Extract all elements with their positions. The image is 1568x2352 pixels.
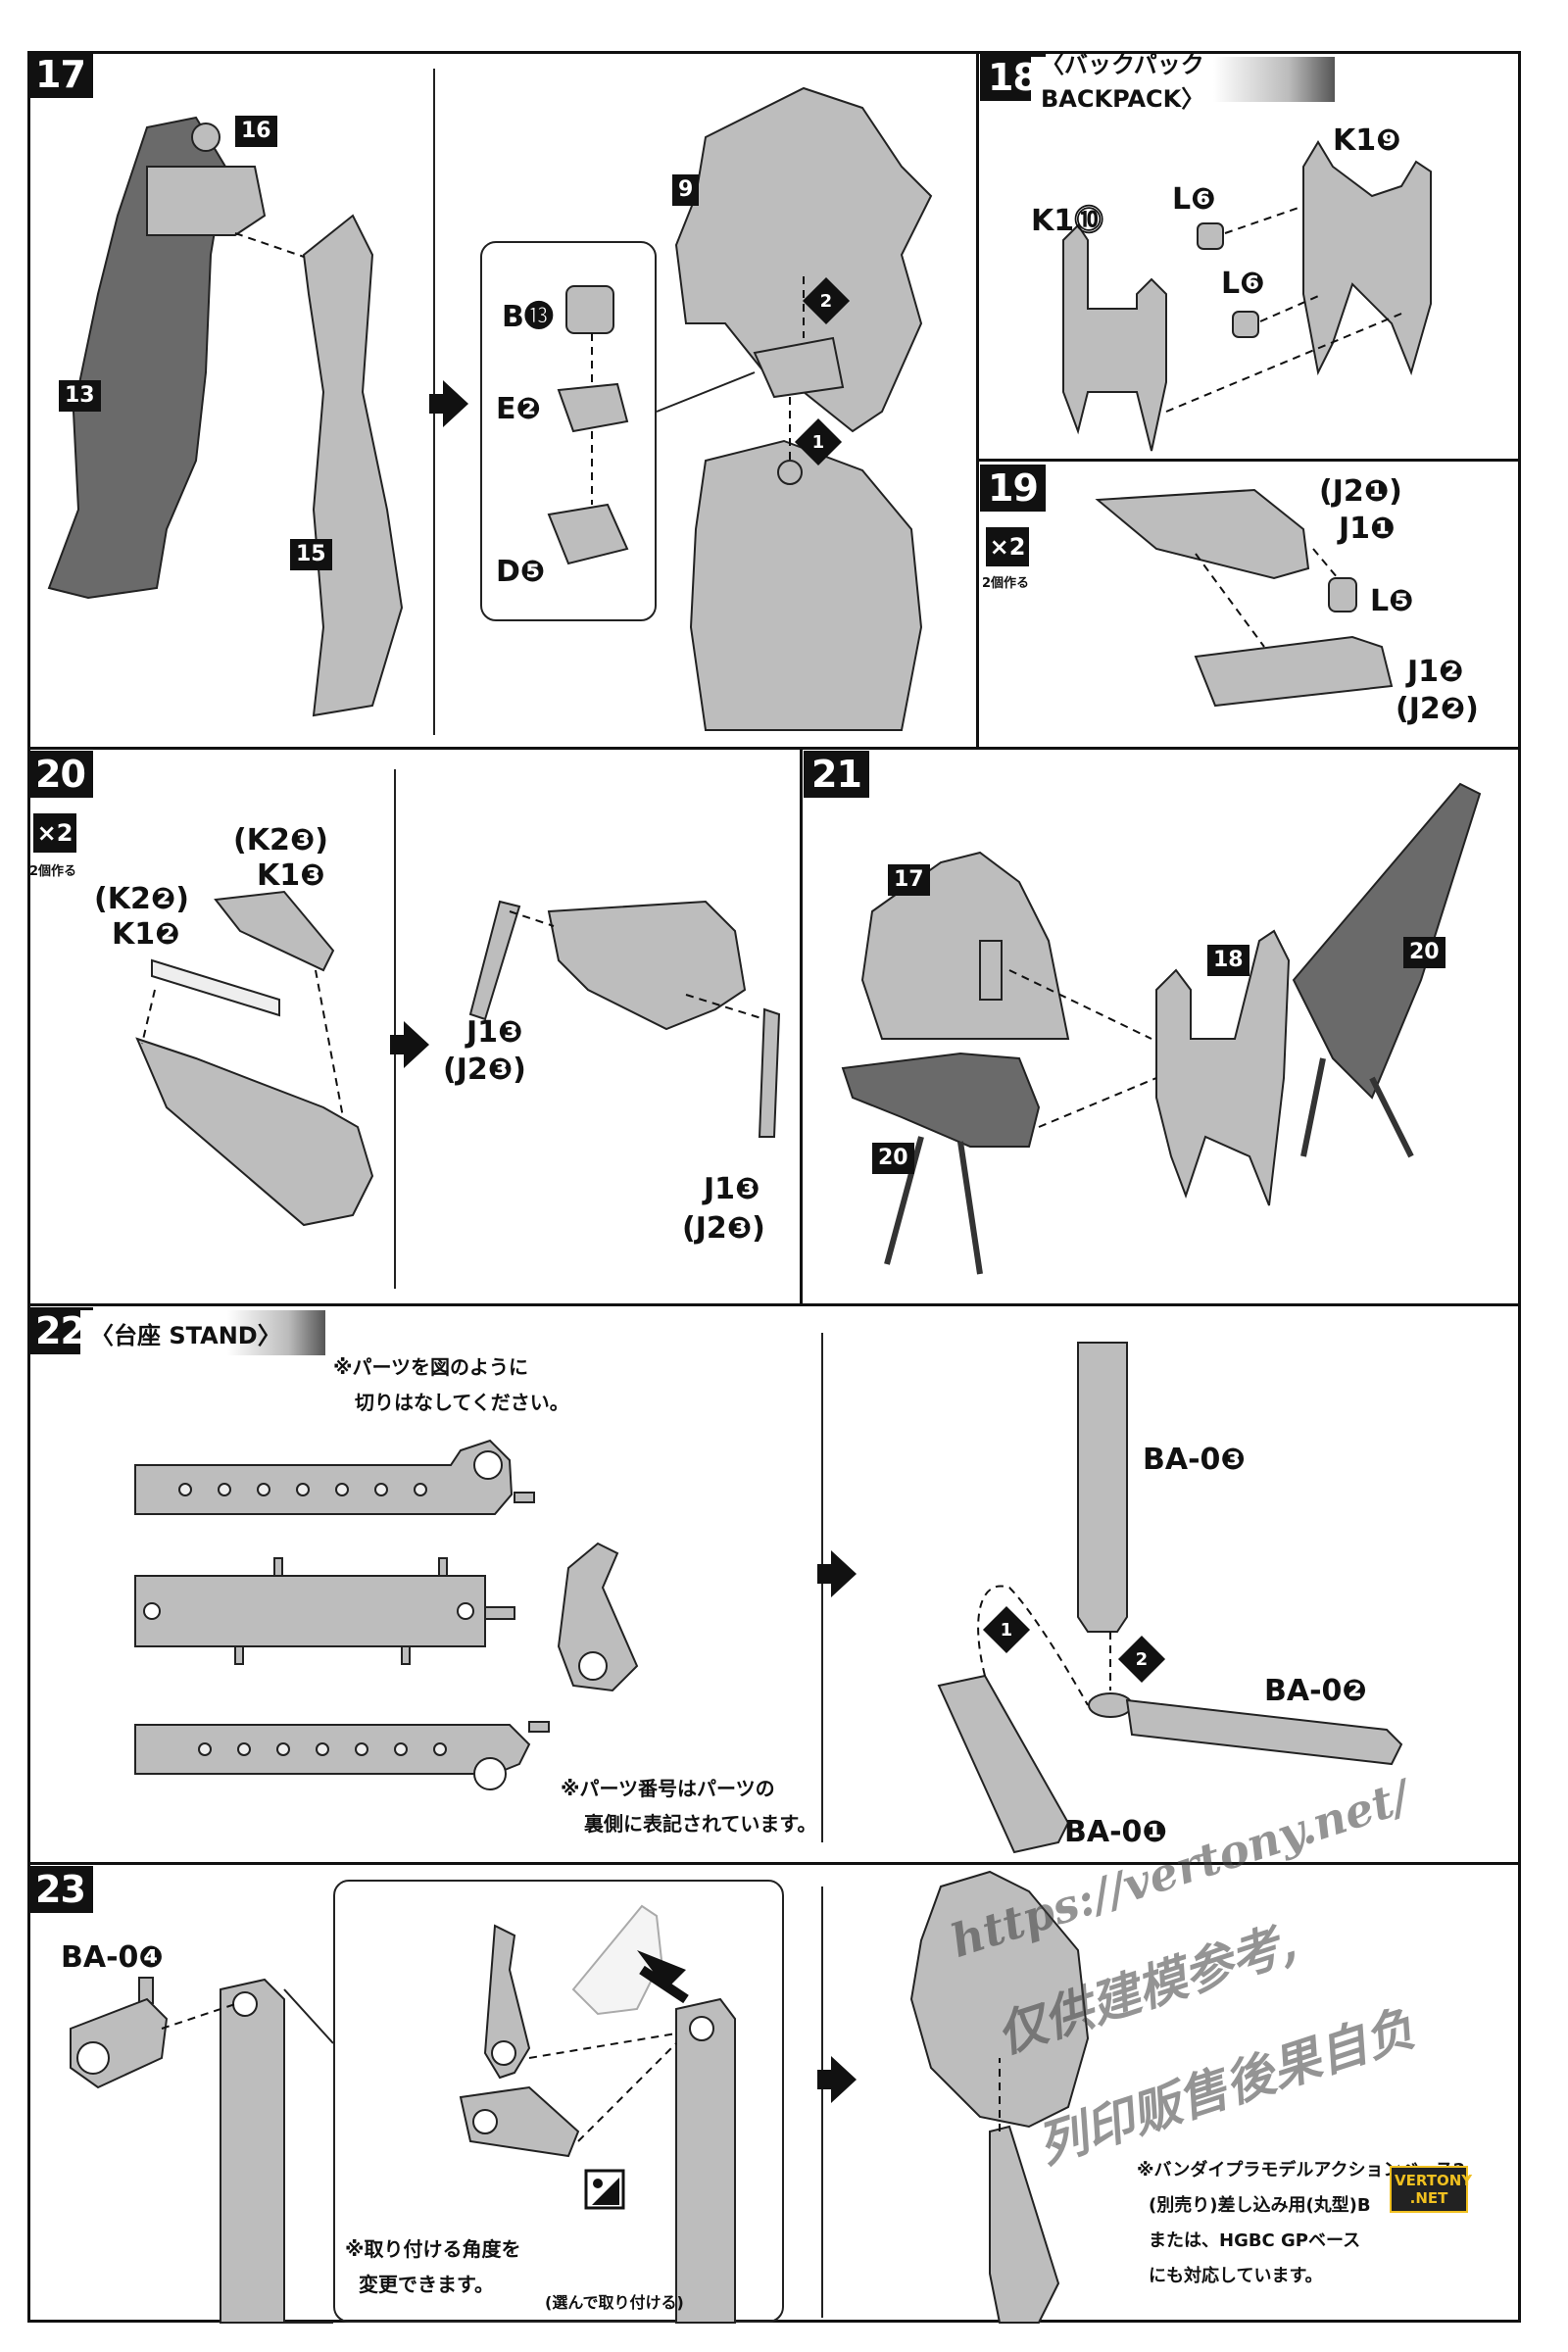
step-17-detail-bubble (480, 241, 657, 621)
part-label-k13: K1❸ (257, 858, 325, 893)
part-tag-17: 17 (888, 864, 930, 896)
divider-17-18 (976, 51, 979, 749)
part-tag-13: 13 (59, 380, 101, 412)
part-label-e2: E❷ (496, 392, 541, 426)
divider-20-21 (800, 747, 803, 1305)
step-23-angle-note-line2: 変更できます。 (359, 2273, 494, 2296)
part-label-ba4: BA-0❹ (61, 1940, 164, 1975)
part-label-l6-lower: L❻ (1221, 267, 1265, 301)
part-label-k22: (K2❷) (94, 882, 189, 916)
part-label-k110: K1⓾ (1031, 204, 1104, 238)
step-22-flow-arrow (817, 1550, 857, 1597)
part-label-j23-left: (J2❸) (443, 1053, 526, 1087)
step-23-base-note-line1: ※バンダイプラモデルアクションベース2 (1137, 2160, 1466, 2180)
divider-row2 (27, 1303, 1521, 1306)
step-19-number: 19 (980, 465, 1046, 512)
part-tag-18: 18 (1207, 945, 1250, 976)
step-18-title: 〈バックパック BACKPACK〉 (1031, 51, 1335, 113)
part-label-ba1: BA-0❶ (1064, 1815, 1167, 1849)
part-label-l5: L❺ (1370, 584, 1414, 618)
step-20-count: ×2 (33, 813, 76, 853)
step20-separator (394, 769, 396, 1289)
part-label-k23: (K2❸) (233, 823, 328, 858)
part-label-d5: D❺ (496, 555, 546, 589)
part-tag-16: 16 (235, 116, 277, 147)
step-19-count: ×2 (986, 527, 1029, 566)
step-23-base-note-line4: にも対応しています。 (1149, 2266, 1323, 2286)
divider-row3 (27, 1862, 1521, 1865)
part-label-j22: (J2❷) (1396, 692, 1479, 726)
step-23-detail-bubble (333, 1880, 784, 2323)
step-23-number: 23 (27, 1866, 93, 1913)
step22-separator (821, 1333, 823, 1842)
step-22-part-number-note-line1: ※パーツ番号はパーツの (561, 1777, 775, 1800)
step23-separator (821, 1886, 823, 2318)
part-label-j13-right: J1❸ (704, 1172, 760, 1206)
part-label-k19: K1❾ (1333, 123, 1401, 158)
part-label-j11: J1❶ (1339, 512, 1396, 546)
divider-18-19 (976, 459, 1521, 462)
step-17-flow-arrow (429, 380, 468, 427)
part-tag-20-right: 20 (1403, 937, 1446, 968)
step-22-note-line2: 切りはなしてください。 (355, 1391, 569, 1414)
step-20-count-note: 2個作る (29, 864, 77, 879)
step-23-base-note-line3: または、HGBC GPベース (1149, 2230, 1361, 2251)
part-tag-9: 9 (672, 174, 700, 206)
part-tag-15: 15 (290, 539, 332, 570)
step-23-flow-arrow (817, 2056, 857, 2103)
part-label-j13-left: J1❸ (466, 1015, 523, 1050)
step-23-base-note-line2: (別売り)差し込み用(丸型)B (1149, 2195, 1371, 2216)
vertony-stamp-logo: VERTONY .NET (1390, 2166, 1472, 2213)
part-label-j21: (J2❶) (1319, 474, 1402, 509)
step-21-number: 21 (804, 751, 869, 798)
part-tag-20-left: 20 (872, 1143, 914, 1174)
step-20-number: 20 (27, 751, 93, 798)
part-label-ba3: BA-0❸ (1143, 1443, 1246, 1477)
step-23-angle-note-line1: ※取り付ける角度を (345, 2237, 521, 2261)
step-22-part-number-note-line2: 裏側に表記されています。 (584, 1812, 817, 1836)
part-label-b13: B⓭ (502, 300, 554, 334)
step-23-select-note: (選んで取り付ける) (545, 2293, 684, 2312)
part-label-ba2: BA-0❷ (1264, 1674, 1367, 1708)
step-19-count-note: 2個作る (982, 576, 1030, 591)
step-20-flow-arrow (390, 1021, 429, 1068)
part-label-k12: K1❷ (112, 917, 180, 952)
part-label-j12: J1❷ (1407, 655, 1464, 689)
step-17-number: 17 (27, 51, 93, 98)
part-label-l6-upper: L❻ (1172, 182, 1216, 217)
part-label-j23-right: (J2❸) (682, 1211, 765, 1246)
step-22-title: 〈台座 STAND〉 (80, 1310, 325, 1355)
step-22-note-line1: ※パーツを図のように (333, 1355, 529, 1379)
divider-row1 (27, 747, 1521, 750)
